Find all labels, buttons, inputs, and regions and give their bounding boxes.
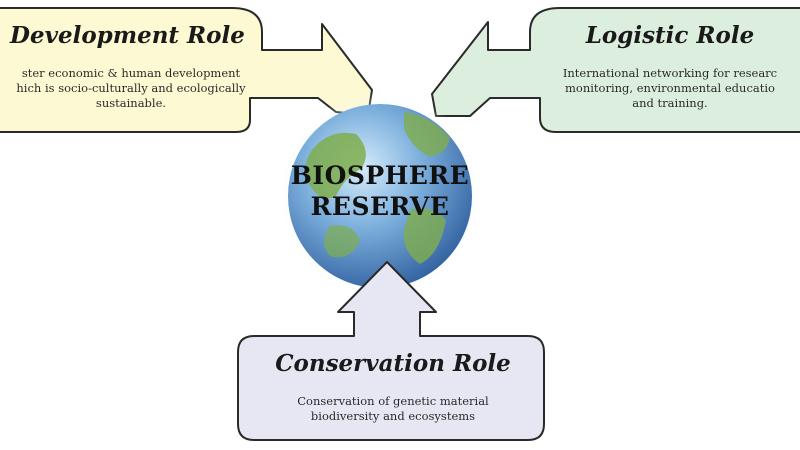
logistic-role-description: International networking for researc mon… (540, 66, 800, 111)
conservation-desc-line-2: biodiversity and ecosystems (310, 409, 476, 423)
conservation-role-title: Conservation Role (275, 350, 511, 377)
conservation-desc-line-1: Conservation of genetic material (297, 394, 489, 408)
center-label-line-1: BIOSPHERE (290, 161, 470, 190)
development-desc-line-1: ster economic & human development (21, 66, 241, 80)
development-desc-line-2: hich is socio-culturally and ecologicall… (16, 81, 246, 95)
development-role-title: Development Role (10, 22, 245, 49)
conservation-role-box (237, 261, 545, 441)
center-label-line-2: RESERVE (310, 192, 450, 221)
logistic-desc-line-3: and training. (632, 96, 708, 110)
conservation-role-description: Conservation of genetic material biodive… (248, 394, 538, 424)
development-desc-line-3: sustainable. (95, 96, 167, 110)
biosphere-reserve-label: BIOSPHERE RESERVE (280, 160, 480, 222)
logistic-role-title: Logistic Role (585, 22, 755, 49)
logistic-desc-line-2: monitoring, environmental educatio (565, 81, 775, 95)
globe (276, 92, 484, 300)
logistic-desc-line-1: International networking for researc (562, 66, 778, 80)
development-role-description: ster economic & human development hich i… (0, 66, 262, 111)
